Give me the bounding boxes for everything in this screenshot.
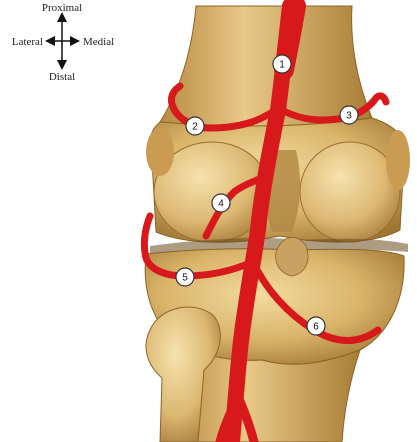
marker-5: 5 [176, 268, 194, 286]
marker-6-label: 6 [313, 322, 319, 333]
arrow-right-icon [70, 36, 80, 46]
marker-3-label: 3 [346, 111, 352, 122]
compass-lateral-label: Lateral [12, 36, 43, 48]
marker-1-label: 1 [279, 60, 285, 71]
marker-4: 4 [212, 194, 230, 212]
arrow-left-icon [45, 36, 55, 46]
lateral-epicondyle [146, 128, 174, 176]
medial-femoral-condyle [300, 142, 400, 242]
compass-proximal-label: Proximal [42, 2, 82, 14]
medial-epicondyle [386, 130, 410, 190]
femur-shaft [160, 6, 372, 126]
marker-2-label: 2 [192, 122, 198, 133]
marker-1: 1 [273, 55, 291, 73]
marker-3: 3 [340, 106, 358, 124]
marker-5-label: 5 [182, 273, 188, 284]
compass-medial-label: Medial [83, 36, 114, 48]
tibial-spine [276, 237, 308, 276]
orientation-compass: Proximal Lateral Medial Distal [12, 2, 114, 83]
arrow-down-icon [57, 60, 67, 70]
marker-4-label: 4 [218, 199, 224, 210]
compass-distal-label: Distal [49, 71, 75, 83]
marker-2: 2 [186, 117, 204, 135]
marker-6: 6 [307, 317, 325, 335]
